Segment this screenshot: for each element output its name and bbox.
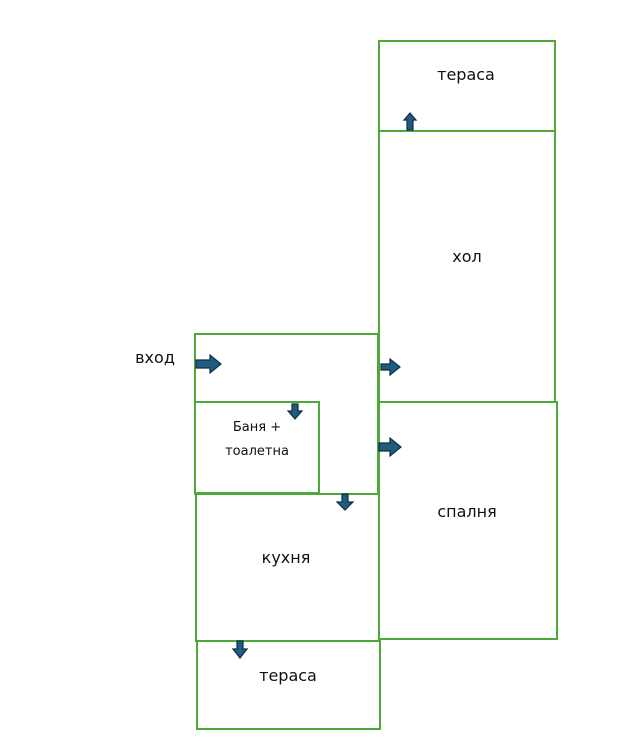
arrow-down-icon	[231, 640, 249, 659]
room-corridor	[194, 333, 379, 495]
room-terrace-bottom	[196, 640, 381, 730]
label-terrace-bottom: тераса	[259, 666, 317, 685]
label-bathroom-line2: тоалетна	[225, 444, 289, 459]
arrow-down-icon	[335, 493, 355, 511]
label-entry: вход	[135, 348, 175, 367]
label-bathroom-line1: Баня +	[233, 420, 281, 435]
label-terrace-top: тераса	[437, 65, 495, 84]
room-hall	[378, 130, 556, 403]
arrow-right-icon	[380, 357, 401, 377]
label-kitchen: кухня	[262, 548, 311, 567]
label-hall: хол	[452, 247, 481, 266]
arrow-up-icon	[402, 112, 418, 131]
label-bedroom: спалня	[437, 502, 496, 521]
room-kitchen	[195, 493, 380, 642]
arrow-right-icon	[378, 436, 402, 458]
arrow-down-icon	[286, 403, 304, 420]
arrow-right-icon	[195, 353, 222, 375]
